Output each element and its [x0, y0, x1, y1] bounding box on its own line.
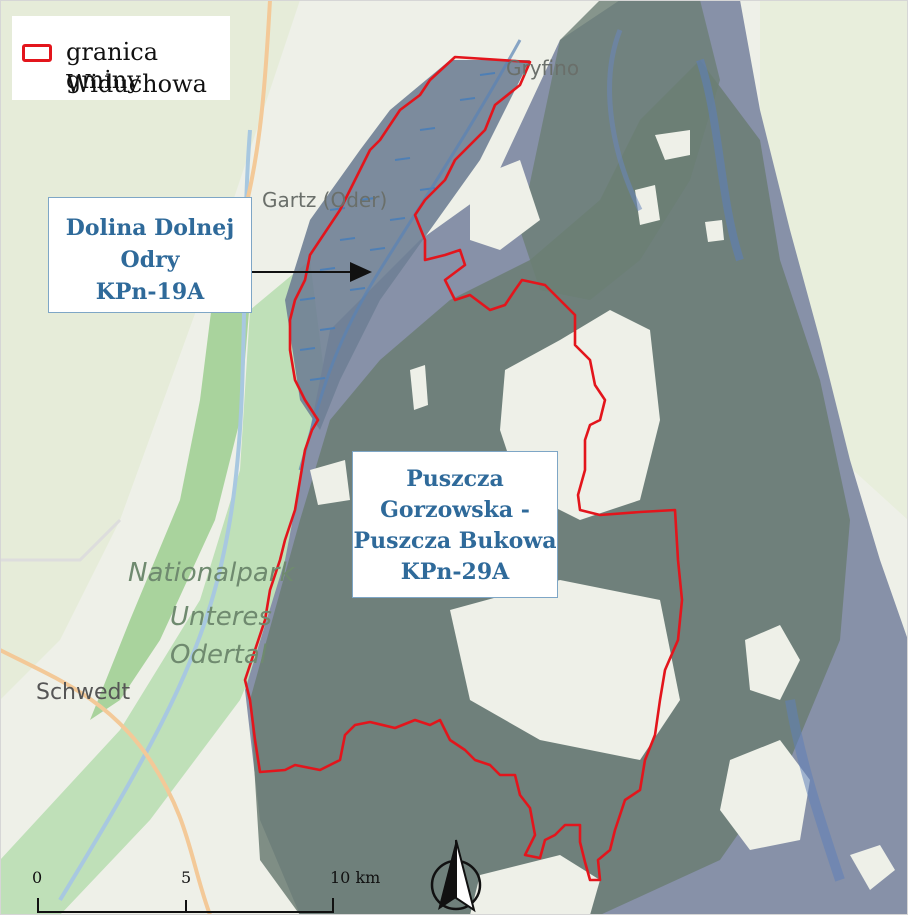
- basemap-road-1: [0, 648, 212, 915]
- clearing-12: [470, 160, 540, 250]
- river-east-3: [607, 29, 643, 212]
- clearing-5: [655, 130, 690, 160]
- callout-puszcza-line4: KPn-29A: [400, 559, 510, 585]
- callout-arrow-head: [350, 262, 372, 282]
- clearing-4: [745, 625, 800, 700]
- north-arrow-icon: [430, 839, 482, 913]
- basemap-road-3: [0, 518, 122, 562]
- label-gryfino: Gryfino: [506, 56, 580, 80]
- label-schwedt: Schwedt: [36, 680, 131, 705]
- basemap-fields-east: [760, 0, 908, 520]
- scalebar-label-5: 5: [181, 868, 192, 887]
- callout-puszcza-line3: Puszcza Bukowa: [353, 528, 557, 554]
- river-oder: [298, 39, 522, 471]
- gmina-boundary: [243, 55, 684, 882]
- river-east-2: [785, 699, 845, 882]
- clearing-9: [410, 365, 428, 410]
- legend-label-line2: Widuchowa: [66, 70, 207, 98]
- basemap-oder-floodplain: [0, 260, 330, 915]
- callout-dolina-line3: KPn-19A: [95, 279, 205, 305]
- clearing-11: [310, 460, 350, 505]
- legend-boundary-symbol: [22, 44, 52, 62]
- scalebar-label-10: 10 km: [330, 868, 381, 887]
- clearing-6: [635, 185, 660, 225]
- legend-label-line1: granica gminy: [66, 38, 159, 94]
- clearing-7: [705, 220, 724, 242]
- callout-puszcza-line2: Gorzowska -: [380, 497, 530, 523]
- clearing-3: [720, 740, 810, 850]
- basemap-forest-green-strip: [90, 280, 250, 720]
- label-unteres: Unteres: [170, 602, 272, 632]
- callout-dolina-line1: Dolina Dolnej: [65, 215, 235, 241]
- scale-bar: [37, 898, 334, 913]
- basemap-road-2: [243, 0, 272, 211]
- clearing-2: [450, 580, 680, 760]
- clearing-10: [470, 855, 600, 915]
- callout-dolina-line2: Odry: [120, 247, 180, 273]
- clearing-8: [850, 845, 895, 890]
- protected-area-dolina: [285, 60, 530, 430]
- legend: granica gminy Widuchowa: [12, 16, 230, 100]
- label-gartz: Gartz (Oder): [262, 188, 388, 212]
- scalebar-label-0: 0: [32, 868, 43, 887]
- river-east-1: [696, 58, 744, 262]
- wetland-pattern: [299, 72, 496, 381]
- callout-dolina: Dolina Dolnej Odry KPn-19A: [48, 197, 252, 313]
- label-nationalpark: Nationalpark: [128, 558, 295, 588]
- callout-puszcza: Puszcza Gorzowska - Puszcza Bukowa KPn-2…: [352, 451, 558, 598]
- basemap-fields-west: [0, 0, 300, 700]
- label-odertal: Odertal: [170, 640, 268, 670]
- callout-puszcza-line1: Puszcza: [406, 466, 504, 492]
